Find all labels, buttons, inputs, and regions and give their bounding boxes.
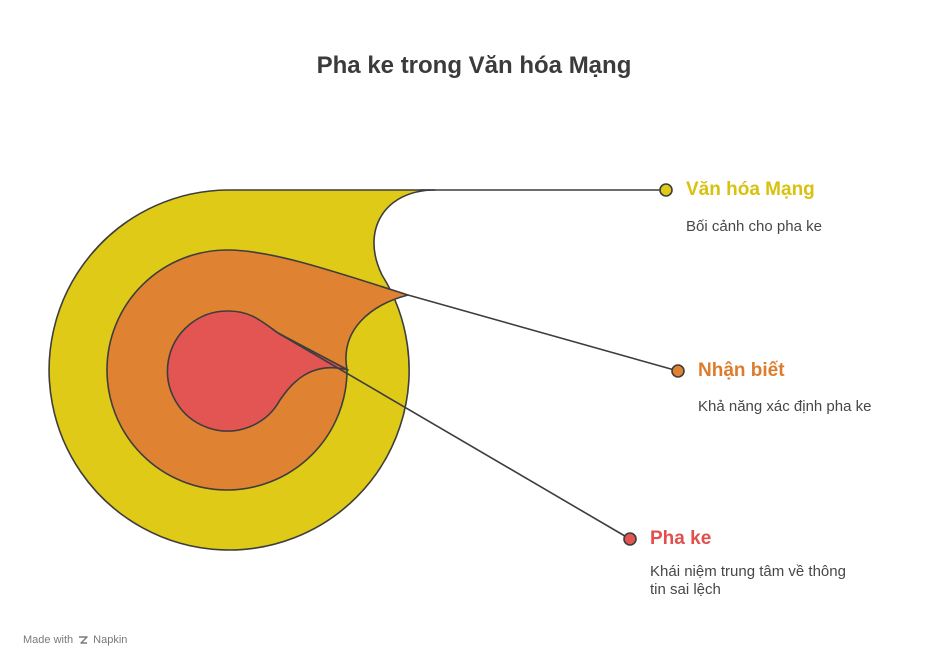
layer-inner-shape (166, 310, 349, 432)
layer-label-inner: Pha ke (650, 528, 712, 549)
marker-dot-middle (671, 364, 685, 378)
page-title: Pha ke trong Văn hóa Mạng (316, 52, 632, 79)
made-with-footer: Made with Napkin (23, 634, 127, 646)
napkin-logo-icon (77, 634, 89, 646)
leader-line-inner (277, 332, 631, 540)
layer-description-middle: Khả năng xác định pha ke (698, 398, 872, 415)
marker-dot-outer (659, 183, 673, 197)
napkin-brand-text: Napkin (93, 634, 128, 646)
layer-description-outer: Bối cảnh cho pha ke (686, 218, 822, 235)
made-with-text: Made with (23, 634, 74, 646)
layer-label-outer: Văn hóa Mạng (686, 179, 815, 200)
layer-label-middle: Nhận biết (698, 360, 785, 381)
leader-line-middle (407, 294, 679, 372)
layer-description-inner: Khái niệm trung tâm về thông tin sai lệc… (650, 563, 846, 598)
marker-dot-inner (623, 532, 637, 546)
